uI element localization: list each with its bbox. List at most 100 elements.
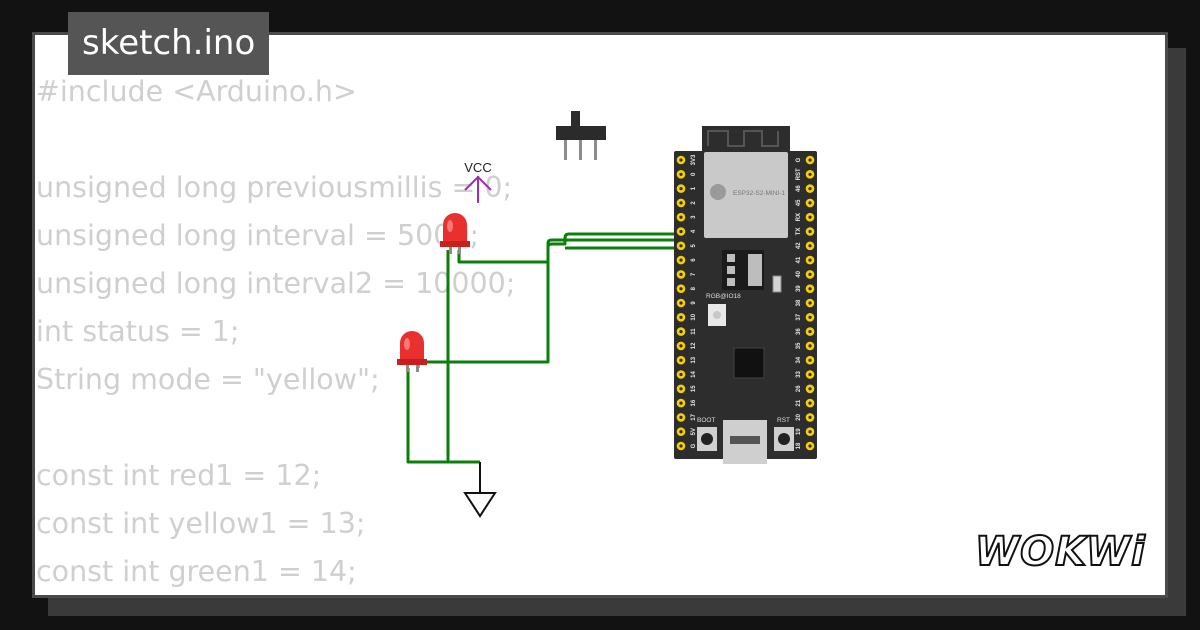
pin-hole (808, 358, 812, 362)
led-red-2[interactable] (397, 331, 427, 372)
esp32-s2-board[interactable]: ESP32-S2-MINI-1 RGB@IO18 BOOT RST 3V3 0 12… (674, 126, 817, 464)
code-line: unsigned long interval2 = 10000; (36, 267, 516, 300)
code-line: String mode = "yellow"; (36, 363, 380, 396)
vcc-label: VCC (464, 160, 491, 175)
pin-hole (679, 330, 683, 334)
module-label: ESP32-S2-MINI-1 (733, 190, 785, 197)
pin-label: 26 (796, 385, 802, 392)
code-line: #include <Arduino.h> (36, 75, 357, 108)
pin-hole (808, 187, 812, 191)
pin-label: 21 (796, 399, 802, 406)
pin-label: 6 (691, 258, 697, 262)
pin-label: 18 (796, 442, 802, 449)
pin-label: 7 (691, 272, 697, 276)
pin-hole (679, 401, 683, 405)
rgb-label: RGB@IO18 (706, 293, 741, 300)
pin-hole (808, 201, 812, 205)
pin-hole (679, 444, 683, 448)
pin-label: 36 (796, 328, 802, 335)
vcc-symbol[interactable]: VCC (464, 160, 492, 203)
pin-hole (679, 430, 683, 434)
code-line: const int red1 = 12; (36, 459, 322, 492)
led-red-1[interactable] (440, 213, 470, 254)
pin-label: 12 (691, 342, 697, 349)
wire-led1-anode-gpio4 (457, 238, 680, 264)
pin-label: 8 (691, 286, 697, 290)
pin-hole (808, 372, 812, 377)
pin-hole (679, 387, 683, 391)
pin-hole (679, 158, 683, 162)
pin-hole (808, 215, 812, 219)
pin-label: TX (796, 228, 802, 236)
pin-hole (679, 315, 683, 319)
pin-label: 41 (796, 256, 802, 263)
pin-hole (808, 172, 812, 176)
code-preview: #include <Arduino.h>unsigned long previo… (36, 68, 515, 596)
pin-label: 0 (691, 172, 697, 176)
pin-label: 46 (796, 185, 802, 192)
pin-label: 2 (691, 201, 697, 205)
pin-label: RX (796, 213, 802, 221)
wokwi-logo-text: WOKWi (975, 529, 1146, 575)
pin-hole (808, 444, 812, 448)
pin-label: 14 (691, 371, 697, 378)
pin-label: G (796, 157, 802, 162)
code-line: const int yellow1 = 13; (36, 507, 366, 540)
pin-label: 16 (691, 399, 697, 406)
pin-hole (808, 158, 812, 162)
wire-led1-cathode-gnd (446, 250, 480, 464)
boot-label: BOOT (697, 417, 715, 424)
ground-symbol[interactable] (463, 462, 497, 518)
pin-label: 11 (691, 328, 697, 335)
pin-hole (808, 344, 812, 348)
pin-hole (679, 344, 683, 348)
espressif-logo-icon (710, 184, 726, 200)
pin-hole (808, 301, 812, 305)
pin-hole (808, 272, 812, 276)
pin-hole (808, 387, 812, 391)
pin-label: 40 (796, 270, 802, 277)
pin-label: 33 (796, 371, 802, 378)
code-line: const int green1 = 14; (36, 555, 357, 588)
mcu-chip (733, 347, 765, 379)
pin-label: 3V3 (691, 154, 697, 165)
pin-label: 5V (691, 428, 697, 435)
pin-label: 34 (796, 356, 802, 363)
code-line: int status = 1; (36, 315, 240, 348)
sketch-tab[interactable]: sketch.ino (68, 12, 270, 75)
pin-label: 42 (796, 242, 802, 249)
pin-label: 4 (691, 229, 697, 233)
pin-hole (679, 201, 683, 205)
pin-label: 39 (796, 285, 802, 292)
pin-hole (679, 187, 683, 191)
pin-label: 13 (691, 356, 697, 363)
pin-label: G (691, 443, 697, 448)
pin-hole (679, 301, 683, 305)
pin-hole (679, 272, 683, 276)
pin-label: 38 (796, 299, 802, 306)
wire-led2-anode-gpio5 (416, 232, 680, 368)
pin-label: 45 (796, 199, 802, 206)
pin-hole (679, 215, 683, 219)
pin-hole (679, 258, 683, 262)
slide-switch[interactable] (556, 111, 606, 160)
pin-hole (679, 172, 683, 176)
pin-hole (808, 229, 812, 234)
pin-label: 15 (691, 385, 697, 392)
pin-hole (808, 258, 812, 262)
wire-led2-cathode-gnd (406, 368, 448, 464)
code-line: unsigned long interval = 5000; (36, 219, 480, 252)
pin-label: 37 (796, 313, 802, 320)
pin-hole (679, 229, 683, 234)
pin-hole (679, 244, 683, 248)
pin-hole (808, 330, 812, 334)
pin-label: 35 (796, 342, 802, 349)
pin-hole (808, 244, 812, 248)
pin-label: 20 (796, 413, 802, 420)
pin-hole (808, 430, 812, 434)
rst-label: RST (777, 417, 790, 424)
pin-hole (679, 372, 683, 377)
pin-hole (808, 415, 812, 419)
